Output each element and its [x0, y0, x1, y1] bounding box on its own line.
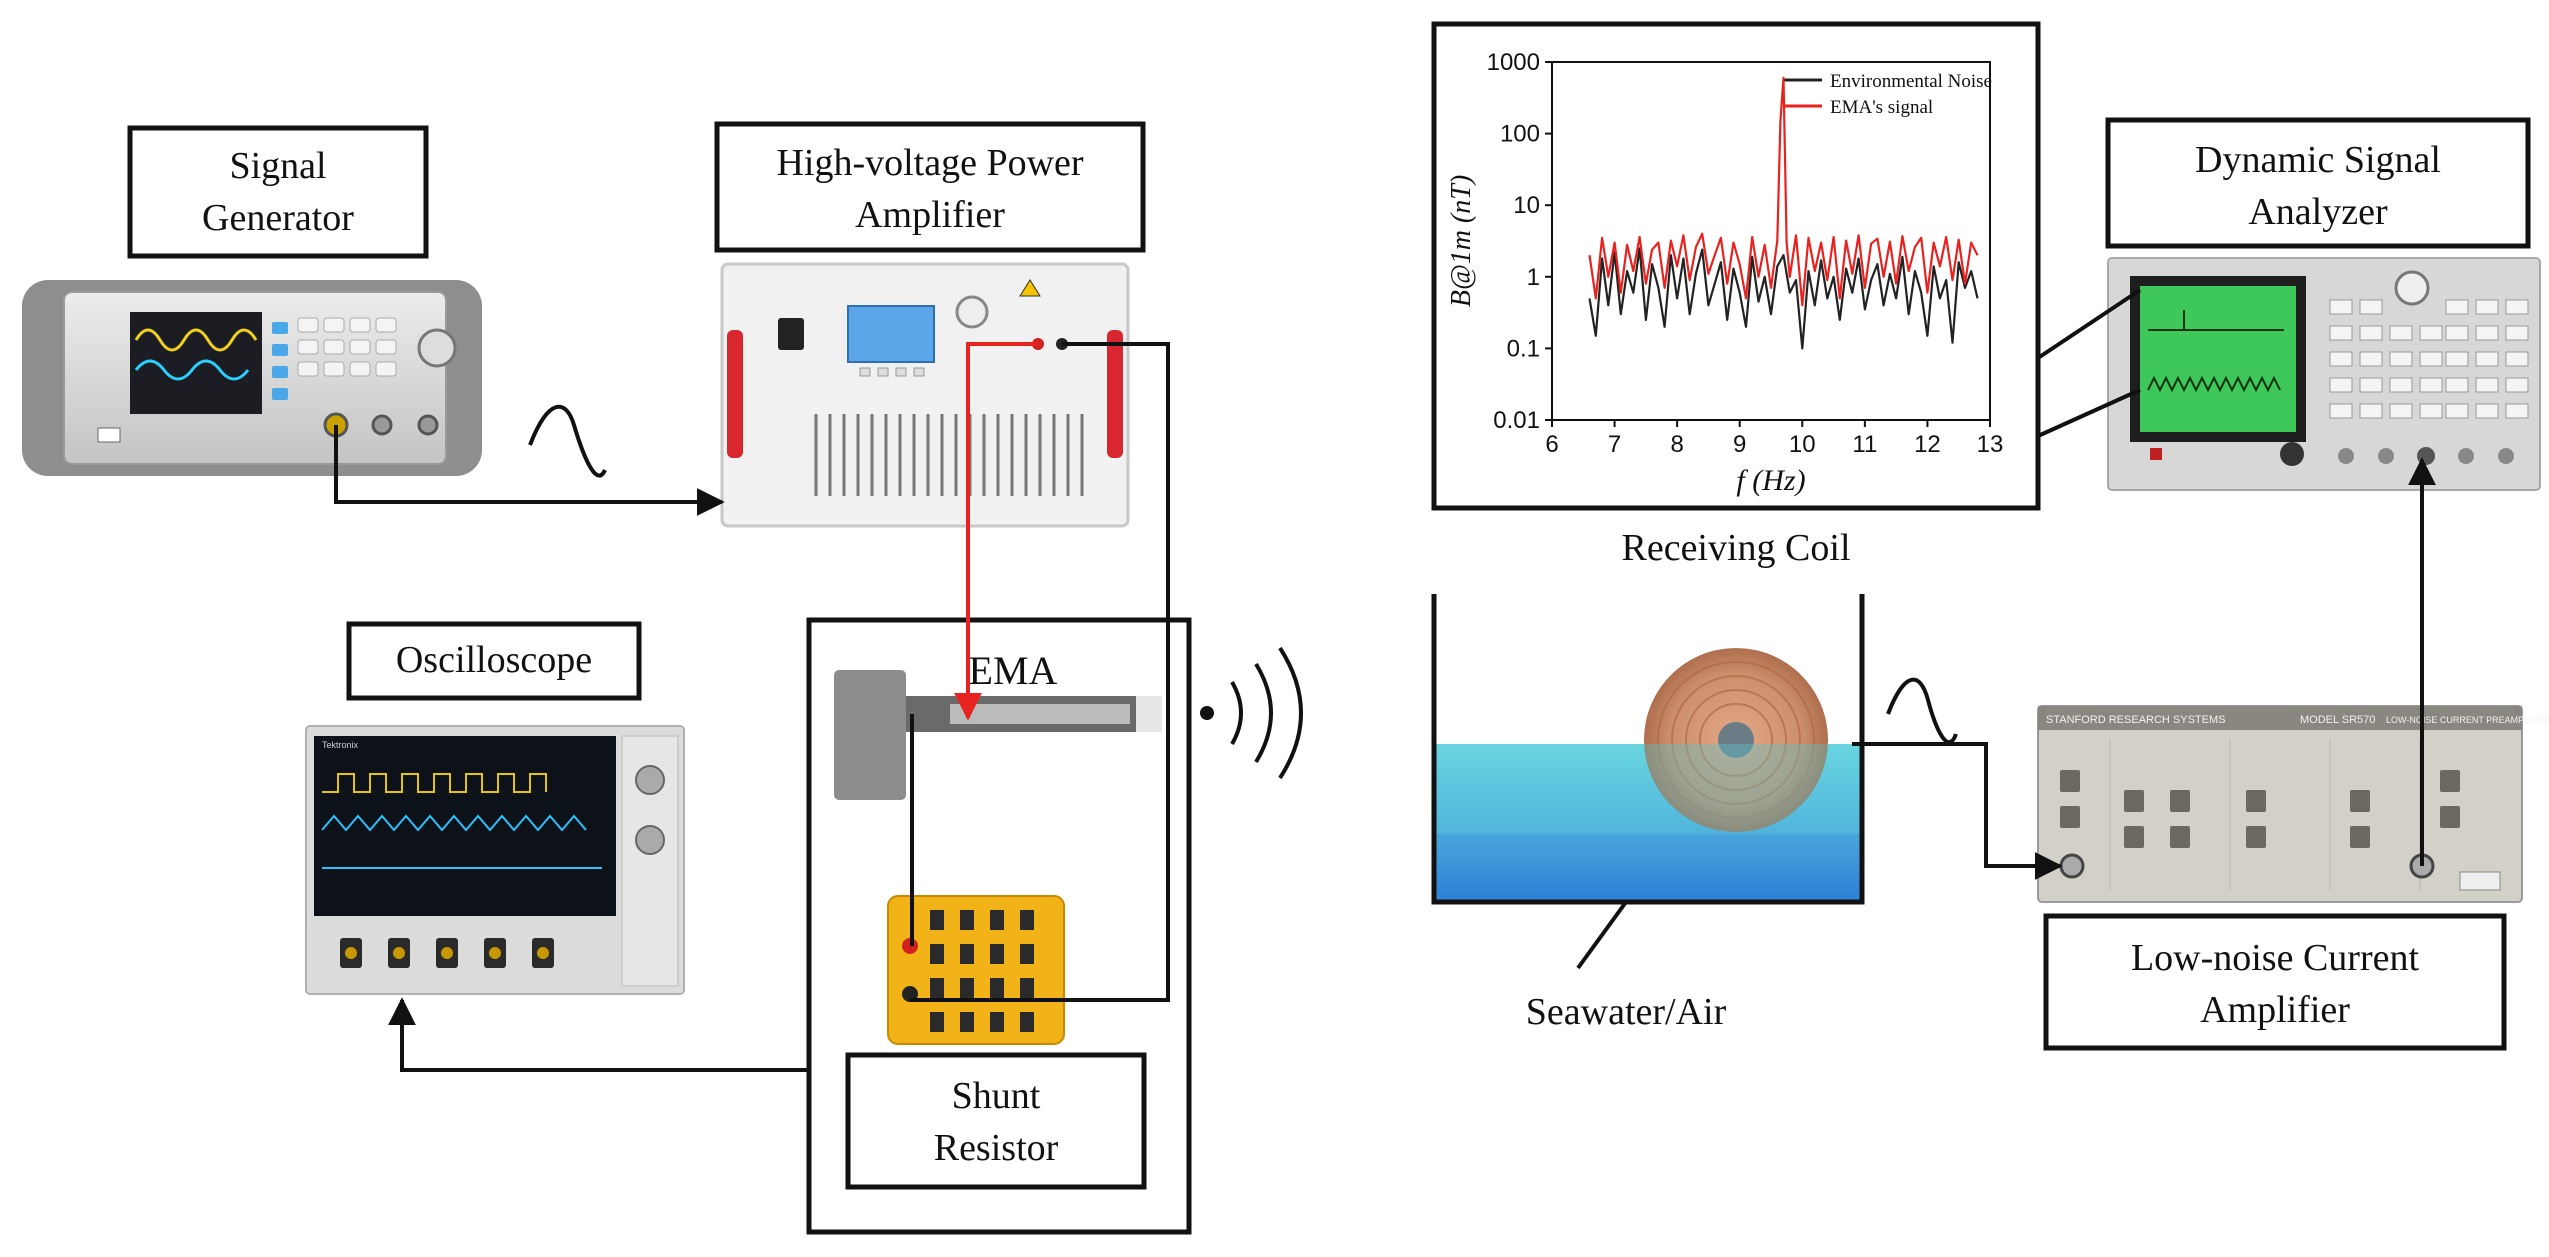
oscilloscope-label: Oscilloscope	[346, 621, 642, 701]
spectrum-chart: 6 7 8 9 10 11 12 13 0.01 0.1 1 10 100 1000 f (Hz) B@1m …	[1446, 49, 2003, 497]
current-amp-input-connector-icon	[2059, 853, 2085, 879]
current-amp-title: LOW-NOISE CURRENT PREAMPLIFIER	[2386, 715, 2549, 725]
zoom-line-top	[2036, 288, 2142, 360]
receiving-coil-label: Receiving Coil	[1621, 527, 1850, 569]
y-tick-label: 1	[1527, 264, 1540, 291]
current-amplifier-device: STANFORD RESEARCH SYSTEMS MODEL SR570 LO…	[2037, 705, 2549, 903]
dynamic-signal-analyzer-label-line2: Analyzer	[2248, 191, 2388, 233]
tank-walls	[1431, 594, 1865, 905]
amplifier-left-handle	[727, 330, 743, 458]
legend-label-1: EMA's signal	[1830, 97, 1933, 118]
y-axis-label: B@1m (nT)	[1446, 175, 1477, 307]
oscilloscope-screen	[314, 736, 616, 916]
legend-label-0: Environmental Noise	[1830, 71, 1992, 92]
y-tick-label: 0.1	[1507, 335, 1540, 362]
y-tick-label: 10	[1513, 192, 1540, 219]
ema-label: EMA	[969, 648, 1058, 693]
signal-generator-label: Signal Generator	[127, 125, 429, 259]
x-tick-label: 7	[1608, 431, 1621, 458]
seawater-air-label: Seawater/Air	[1526, 991, 1727, 1033]
wire-generator-to-amplifier	[334, 425, 725, 516]
signal-generator-label-line2: Generator	[202, 197, 354, 239]
wire-coil-to-current-amp	[1852, 742, 2063, 880]
dynamic-signal-analyzer-label: Dynamic Signal Analyzer	[2105, 117, 2531, 249]
shunt-resistor-label: Shunt Resistor	[845, 1052, 1147, 1190]
water-tank	[1431, 594, 1865, 970]
power-amplifier-device	[720, 262, 1130, 528]
analyzer-input-connector-icon	[2417, 447, 2435, 465]
x-tick-label: 6	[1545, 431, 1558, 458]
current-amp-brand: STANFORD RESEARCH SYSTEMS	[2046, 714, 2226, 726]
current-amp-model: MODEL SR570	[2300, 714, 2375, 726]
seawater-pointer	[1576, 900, 1628, 970]
zoom-line-bottom	[2037, 388, 2141, 438]
wires-right	[1852, 457, 2436, 880]
x-tick-label: 8	[1670, 431, 1683, 458]
wire-red-amplifier-to-ema	[954, 342, 1038, 721]
y-tick-label: 1000	[1487, 49, 1540, 76]
chart-plot-area	[1551, 61, 1991, 421]
wire-to-oscilloscope	[388, 997, 809, 1072]
received-sine-icon	[1886, 677, 1958, 745]
signal-generator-label-line1: Signal	[229, 145, 326, 187]
oscilloscope-brand: Tektronix	[322, 740, 359, 750]
dynamic-signal-analyzer-label-line1: Dynamic Signal	[2195, 139, 2441, 181]
ema-enclosure-box	[806, 617, 1192, 1235]
oscilloscope-label-text: Oscilloscope	[396, 639, 592, 681]
oscilloscope-device: Tektronix	[305, 725, 685, 995]
signal-generator-device	[22, 280, 482, 476]
sine-wave-icon	[528, 404, 607, 478]
emission-waves-icon	[1200, 646, 1303, 780]
x-axis-label: f (Hz)	[1736, 464, 1805, 497]
dynamic-signal-analyzer-device	[2107, 257, 2541, 491]
power-switch-icon	[778, 318, 804, 350]
amplifier-display	[847, 305, 935, 363]
current-amplifier-label: Low-noise Current Amplifier	[2043, 913, 2507, 1051]
wires-left	[334, 342, 1170, 1072]
spectrum-chart-frame	[1431, 21, 2041, 511]
signal-generator-screen	[130, 312, 262, 414]
analyzer-screen	[2140, 286, 2296, 432]
x-tick-label: 13	[1977, 431, 2004, 458]
y-tick-label: 0.01	[1493, 407, 1540, 434]
power-amplifier-label-line2: Amplifier	[855, 194, 1005, 236]
current-amplifier-label-line1: Low-noise Current	[2131, 937, 2420, 979]
series-line-0	[1588, 247, 1979, 350]
current-amplifier-label-line2: Amplifier	[2200, 989, 2350, 1031]
amplifier-right-handle	[1107, 330, 1123, 458]
ema-device: EMA	[834, 648, 1162, 800]
analyzer-knob-icon	[2394, 270, 2430, 306]
x-tick-label: 10	[1789, 431, 1816, 458]
x-tick-label: 9	[1733, 431, 1746, 458]
amplifier-gain-knob-icon	[955, 295, 989, 329]
shunt-resistor-label-line1: Shunt	[952, 1075, 1041, 1117]
shunt-resistor-label-line2: Resistor	[934, 1127, 1059, 1169]
oscilloscope-knob-icon	[635, 765, 665, 795]
power-amplifier-label: High-voltage Power Amplifier	[714, 121, 1146, 253]
series-line-1	[1588, 76, 1979, 307]
power-amplifier-label-line1: High-voltage Power	[776, 142, 1083, 184]
shunt-resistor-device	[887, 895, 1065, 1045]
x-tick-label: 11	[1852, 431, 1877, 458]
y-tick-label: 100	[1500, 121, 1540, 148]
ema-mount-block	[834, 670, 906, 800]
wire-amplifier-return	[910, 342, 1170, 1002]
signal-generator-knob-icon	[417, 328, 457, 368]
x-tick-label: 12	[1914, 431, 1941, 458]
